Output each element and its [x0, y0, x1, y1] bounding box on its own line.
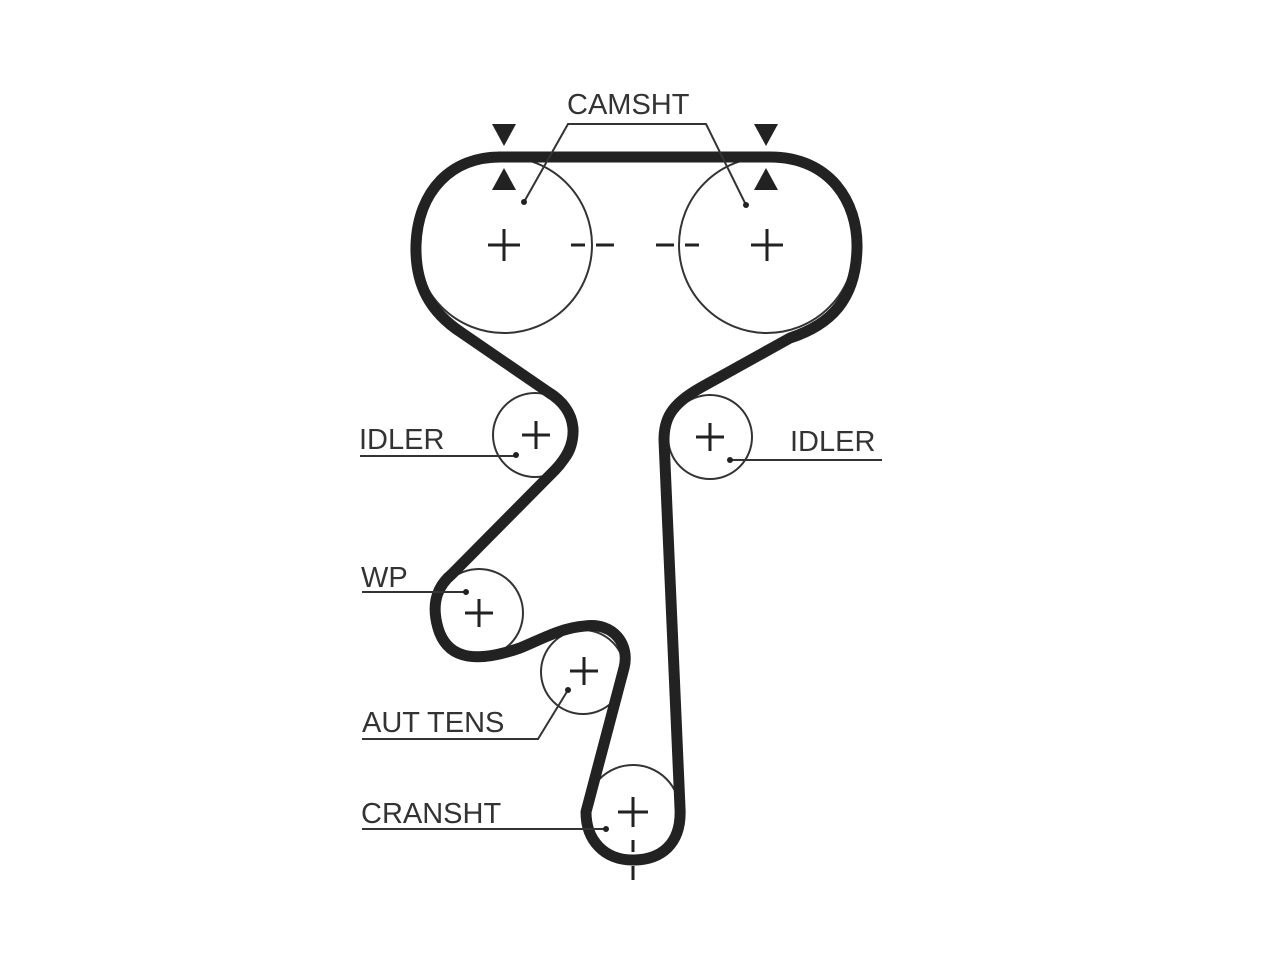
camshaft-right-dot	[743, 202, 749, 208]
timing-belt	[410, 151, 863, 866]
camshaft-left-dot	[521, 199, 527, 205]
camshaft-label: CAMSHT	[567, 89, 690, 121]
water-pump-label: WP	[361, 562, 408, 594]
camshaft-left-center-icon	[488, 229, 520, 261]
idler-left-label: IDLER	[359, 424, 444, 456]
pulley-center-marks	[465, 229, 783, 827]
idler-right-label: IDLER	[790, 426, 875, 458]
timing-triangle-down-left-icon	[492, 124, 516, 146]
idler-right-center-icon	[696, 423, 724, 451]
auto-tensioner-label: AUT TENS	[362, 707, 504, 739]
camshaft-bracket	[523, 123, 747, 206]
camshaft-right-center-icon	[751, 229, 783, 261]
crankshaft-label: CRANSHT	[361, 798, 501, 830]
timing-triangle-down-right-icon	[754, 124, 778, 146]
timing-marks	[492, 124, 778, 190]
crankshaft-center-icon	[618, 797, 648, 827]
water-pump-center-icon	[465, 599, 493, 627]
idler-right-dot	[727, 457, 733, 463]
auto-tensioner-center-icon	[570, 657, 598, 685]
idler-left-dot	[513, 452, 519, 458]
auto-tensioner-leader	[362, 689, 569, 740]
water-pump-dot	[463, 589, 469, 595]
timing-triangle-up-right-icon	[754, 168, 778, 190]
leader-lines	[360, 123, 882, 832]
auto-tensioner-dot	[565, 687, 571, 693]
pulleys	[415, 156, 856, 860]
idler-left-center-icon	[522, 421, 550, 449]
labels: CAMSHT IDLER IDLER WP AUT TENS CRANSHT	[359, 89, 875, 830]
crankshaft-dot	[603, 826, 609, 832]
timing-triangle-up-left-icon	[492, 168, 516, 190]
